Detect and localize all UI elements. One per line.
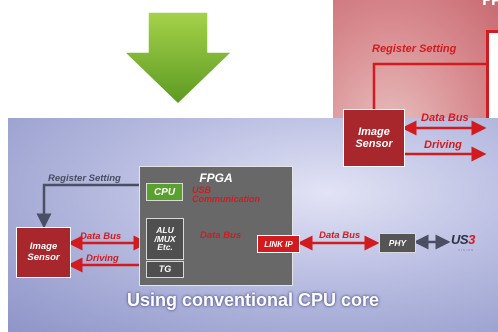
alu-mux-box: ALU /MUX Etc. (146, 218, 184, 260)
red-driving-label: Driving (424, 139, 462, 151)
panel-caption: Using conventional CPU core (126, 290, 380, 310)
register-setting-label: Register Setting (48, 173, 121, 184)
fpga-title: FPGA (199, 171, 233, 185)
red-image-sensor-label: Image Sensor (355, 125, 393, 150)
usb-logo-number: 3 (468, 232, 475, 247)
driving-label: Driving (86, 253, 119, 264)
register-setting-line (36, 183, 139, 229)
red-image-sensor-box: Image Sensor (343, 109, 405, 167)
link-ip-box: LINK IP (257, 235, 300, 253)
link-ip-label: LINK IP (264, 239, 293, 249)
usb-logo-main: US (451, 232, 469, 247)
red-register-setting-label: Register Setting (372, 43, 457, 55)
panel-title-partial: FP (482, 0, 498, 9)
phy-label: PHY (388, 238, 407, 248)
image-sensor-box: Image Sensor (16, 227, 71, 278)
red-data-bus-label: Data Bus (421, 112, 469, 124)
phy-box: PHY (379, 233, 416, 253)
usb-communication-label: USB Communication (192, 185, 261, 205)
cpu-box: CPU (146, 183, 183, 201)
image-sensor-label: Image Sensor (27, 241, 60, 263)
alu-mux-label: ALU /MUX Etc. (154, 224, 176, 253)
tg-box: TG (146, 261, 184, 278)
data-bus-left-label: Data Bus (80, 231, 122, 242)
data-bus-right-label: Data Bus (319, 230, 361, 241)
usb-logo-subtitle: VISION (458, 248, 475, 252)
cpu-label: CPU (153, 186, 176, 198)
data-bus-mid-label: Data Bus (200, 230, 242, 241)
green-down-arrow (122, 11, 234, 106)
tg-label: TG (158, 263, 172, 274)
usb3-vision-logo: US3 (451, 232, 475, 247)
